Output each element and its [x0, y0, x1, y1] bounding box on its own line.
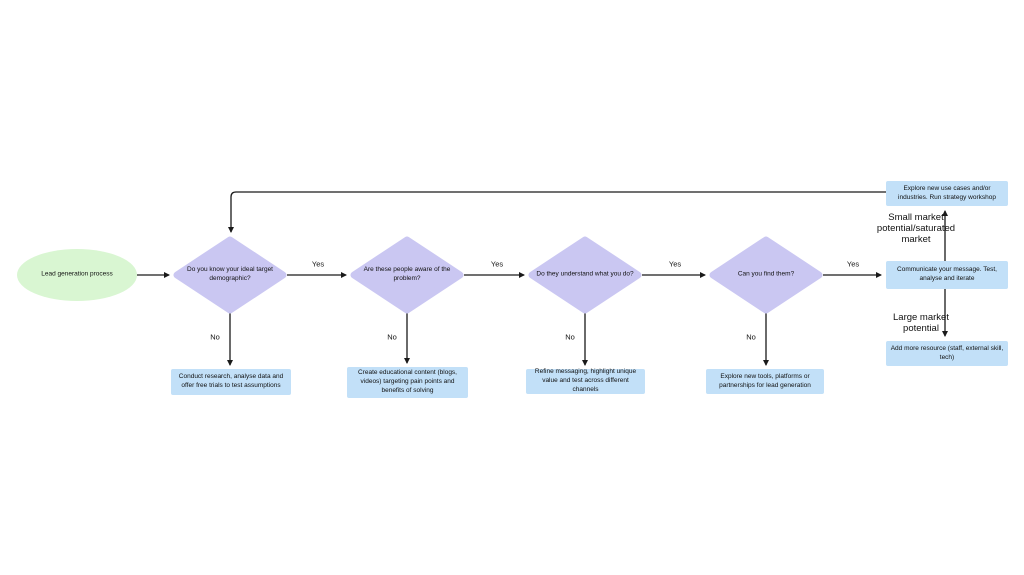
small-market-branch-label: Small market potential/saturated market	[876, 212, 956, 246]
start-node-label: Lead generation process	[41, 270, 113, 278]
decision4-no-label: No	[746, 332, 756, 342]
decision4-yes-label: Yes	[846, 259, 860, 269]
decision1-yes-label: Yes	[311, 259, 325, 269]
action-explore-tools-label: Explore new tools, platforms or partners…	[719, 372, 811, 389]
decision4-shape[interactable]	[709, 236, 823, 314]
decision2-yes-label: Yes	[490, 259, 504, 269]
large-market-branch-label: Large market potential	[893, 311, 949, 334]
action-refine-messaging[interactable]: Refine messaging, highlight unique value…	[526, 368, 645, 394]
decision2-shape[interactable]	[350, 236, 464, 314]
action-refine-messaging-label: Refine messaging, highlight unique value…	[534, 368, 637, 393]
decision3-no-label: No	[565, 332, 575, 342]
outcome-explore-use-cases-label: Explore new use cases and/or industries.…	[898, 184, 996, 201]
action-create-content[interactable]: Create educational content (blogs, video…	[347, 367, 468, 398]
action-explore-tools[interactable]: Explore new tools, platforms or partners…	[706, 369, 824, 394]
action-conduct-research-label: Conduct research, analyse data and offer…	[178, 373, 284, 389]
start-node-shape[interactable]	[17, 249, 137, 301]
decision3-shape[interactable]	[528, 236, 642, 314]
decision1-shape[interactable]	[173, 236, 287, 314]
decision2-no-label: No	[387, 332, 397, 342]
decision2-label: Are these people aware of the problem?	[363, 266, 451, 282]
decision1-label: Do you know your ideal target demographi…	[187, 266, 273, 282]
outcome-communicate-message-label: Communicate your message. Test, analyse …	[897, 266, 997, 282]
action-conduct-research[interactable]: Conduct research, analyse data and offer…	[171, 369, 291, 395]
decision3-label: Do they understand what you do?	[536, 270, 634, 278]
decision3-yes-label: Yes	[668, 259, 682, 269]
decision1-no-label: No	[210, 332, 220, 342]
action-create-content-label: Create educational content (blogs, video…	[357, 369, 457, 394]
decision4-label: Can you find them?	[737, 270, 795, 278]
outcome-add-resource-label: Add more resource (staff, external skill…	[890, 344, 1004, 361]
outcome-communicate-message[interactable]: Communicate your message. Test, analyse …	[886, 261, 1008, 289]
edge-explore-to-decision1-feedback	[228, 191, 886, 233]
outcome-explore-use-cases[interactable]: Explore new use cases and/or industries.…	[886, 181, 1008, 206]
outcome-add-resource[interactable]: Add more resource (staff, external skill…	[886, 341, 1008, 366]
